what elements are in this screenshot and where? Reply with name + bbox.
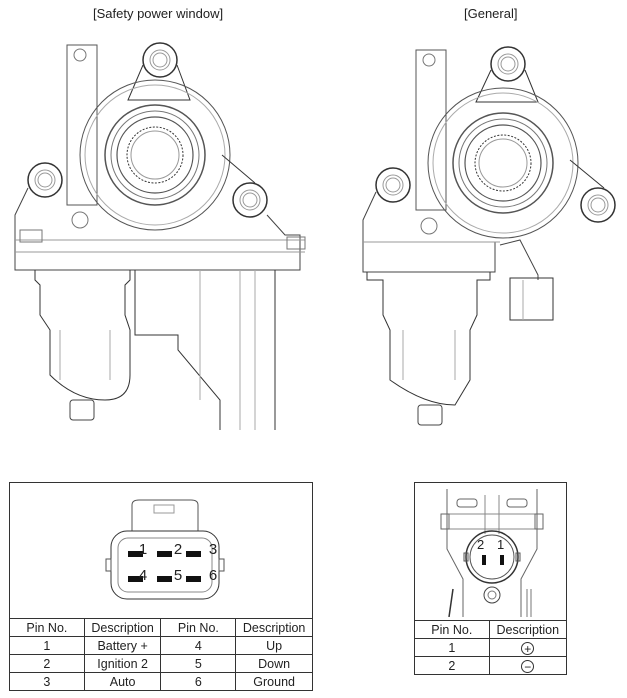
pin-number: 3	[9, 672, 85, 691]
pin-label-2: 2	[173, 541, 183, 558]
pin-description: Up	[235, 636, 313, 655]
pin-description: Auto	[83, 672, 162, 691]
header-description: Description	[488, 620, 568, 639]
pin-label-1: 1	[138, 541, 148, 558]
pin-description: Ignition 2	[83, 654, 162, 673]
header-pin-no: Pin No.	[9, 618, 85, 637]
safety-power-window-title: [Safety power window]	[93, 6, 224, 21]
pin-number: 2	[414, 656, 490, 675]
pin-number: 4	[160, 636, 237, 655]
pin-number: 2	[9, 654, 85, 673]
table-row: 2 −	[414, 656, 568, 675]
general-connector-panel: 2 1	[414, 482, 567, 621]
table-header-row: Pin No. Description	[414, 620, 568, 639]
table-row: 1 +	[414, 638, 568, 657]
pin-label-2: 2	[477, 537, 485, 552]
header-pin-no: Pin No.	[160, 618, 237, 637]
safety-power-window-motor-drawing	[14, 42, 306, 430]
pin-description: Ground	[235, 672, 313, 691]
minus-icon: −	[521, 659, 535, 673]
table-row: 1 Battery + 4 Up	[9, 636, 313, 655]
plus-icon: +	[521, 641, 535, 655]
header-description: Description	[235, 618, 313, 637]
general-pin-table: Pin No. Description 1 + 2 −	[414, 620, 568, 675]
six-pin-connector-icon	[105, 499, 225, 600]
pin-label-6: 6	[208, 567, 218, 584]
pin-description: +	[488, 638, 568, 657]
safety-pin-table: Pin No. Description Pin No. Description …	[9, 618, 313, 691]
table-header-row: Pin No. Description Pin No. Description	[9, 618, 313, 637]
table-row: 2 Ignition 2 5 Down	[9, 654, 313, 673]
general-motor-drawing	[362, 46, 616, 426]
pin-label-5: 5	[173, 567, 183, 584]
pin-number: 6	[160, 672, 237, 691]
pin-label-4: 4	[138, 567, 148, 584]
pin-number: 5	[160, 654, 237, 673]
pin-label-3: 3	[208, 541, 218, 558]
safety-connector-panel: 1 2 3 4 5 6	[9, 482, 313, 619]
header-pin-no: Pin No.	[414, 620, 490, 639]
table-row: 3 Auto 6 Ground	[9, 672, 313, 691]
general-title: [General]	[464, 6, 518, 21]
pin-label-1: 1	[497, 537, 505, 552]
pin-description: Battery +	[83, 636, 162, 655]
pin-description: −	[488, 656, 568, 675]
pin-number: 1	[414, 638, 490, 657]
two-pin-connector-icon	[440, 489, 544, 617]
pin-description: Down	[235, 654, 313, 673]
header-description: Description	[83, 618, 162, 637]
pin-number: 1	[9, 636, 85, 655]
